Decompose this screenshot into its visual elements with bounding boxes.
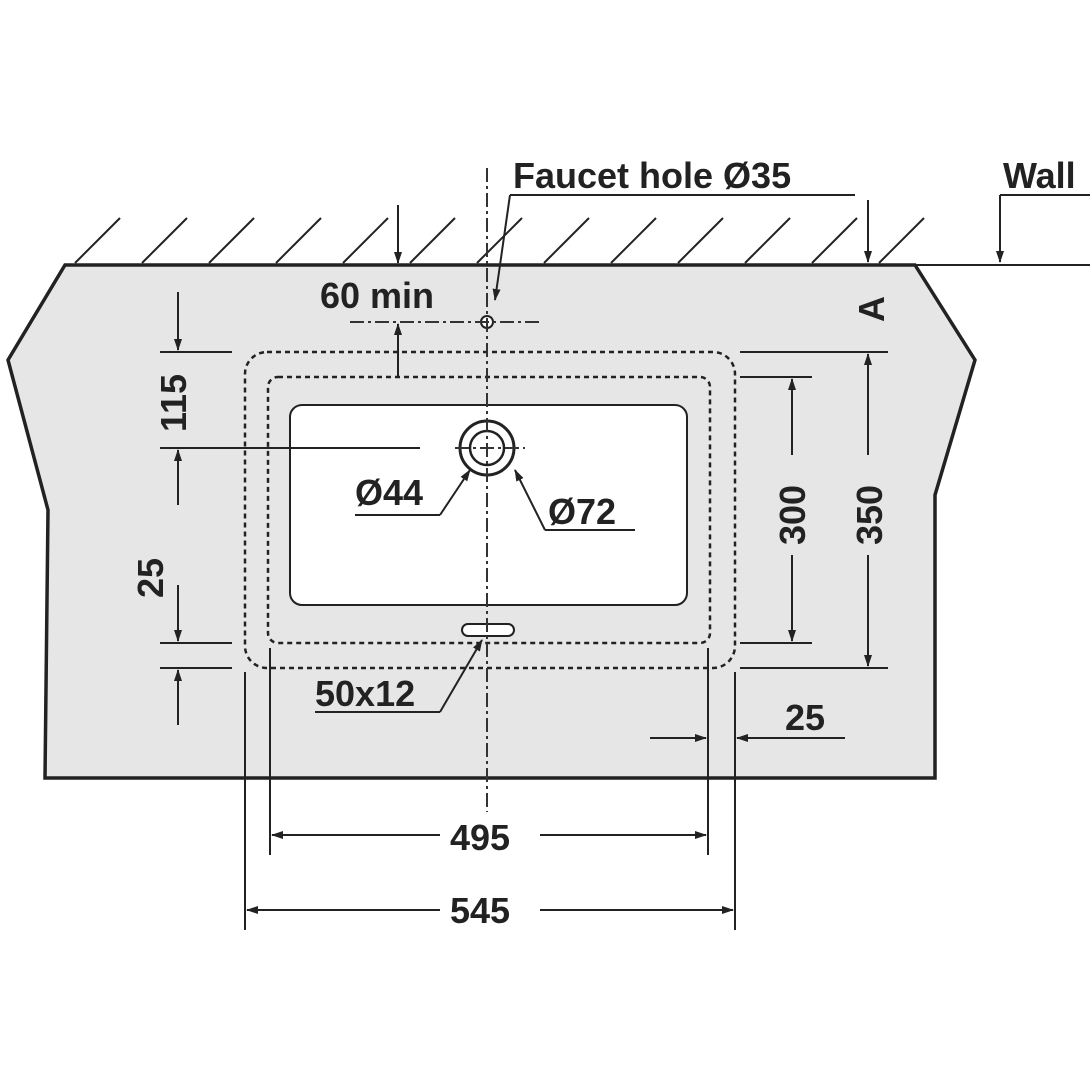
- overflow-arrow: [439, 639, 483, 713]
- dim-25-right-label: 25: [785, 697, 825, 738]
- hatch-line: [208, 217, 255, 264]
- hatch-line: [141, 217, 188, 264]
- dim-350-label: 350: [849, 485, 890, 545]
- hatch-line: [476, 217, 523, 264]
- hatch-line: [811, 217, 858, 264]
- hatch-line: [543, 217, 590, 264]
- hatch-line: [342, 217, 389, 264]
- dim-545-label: 545: [450, 890, 510, 931]
- dim-25-left-label: 25: [130, 558, 171, 598]
- min-distance-label: 60 min: [320, 275, 434, 316]
- dim-495-label: 495: [450, 817, 510, 858]
- hatch-line: [744, 217, 791, 264]
- hatch-line: [409, 217, 456, 264]
- hatch-line: [74, 217, 121, 264]
- wall-hatching: [74, 217, 925, 264]
- faucet-hole-label: Faucet hole Ø35: [513, 155, 791, 196]
- basin-bowl: [289, 404, 688, 606]
- inner-cutout-outline: [266, 375, 712, 645]
- hatch-line: [878, 217, 925, 264]
- drain-outer-label: Ø72: [548, 491, 616, 532]
- wall-label: Wall: [1003, 155, 1076, 196]
- drain-inner-label: Ø44: [355, 472, 423, 513]
- dim-115-label: 115: [153, 374, 194, 432]
- section-marker-a: A: [851, 296, 892, 322]
- overflow-label: 50x12: [315, 673, 415, 714]
- drain-inner-arrow: [439, 469, 471, 516]
- outer-cutout-outline: [243, 350, 737, 670]
- dim-300-label: 300: [772, 485, 813, 545]
- hatch-line: [677, 217, 724, 264]
- faucet-leader-arrow: [492, 194, 511, 301]
- hatch-line: [275, 217, 322, 264]
- drain-outer-arrow: [514, 469, 546, 531]
- hatch-line: [610, 217, 657, 264]
